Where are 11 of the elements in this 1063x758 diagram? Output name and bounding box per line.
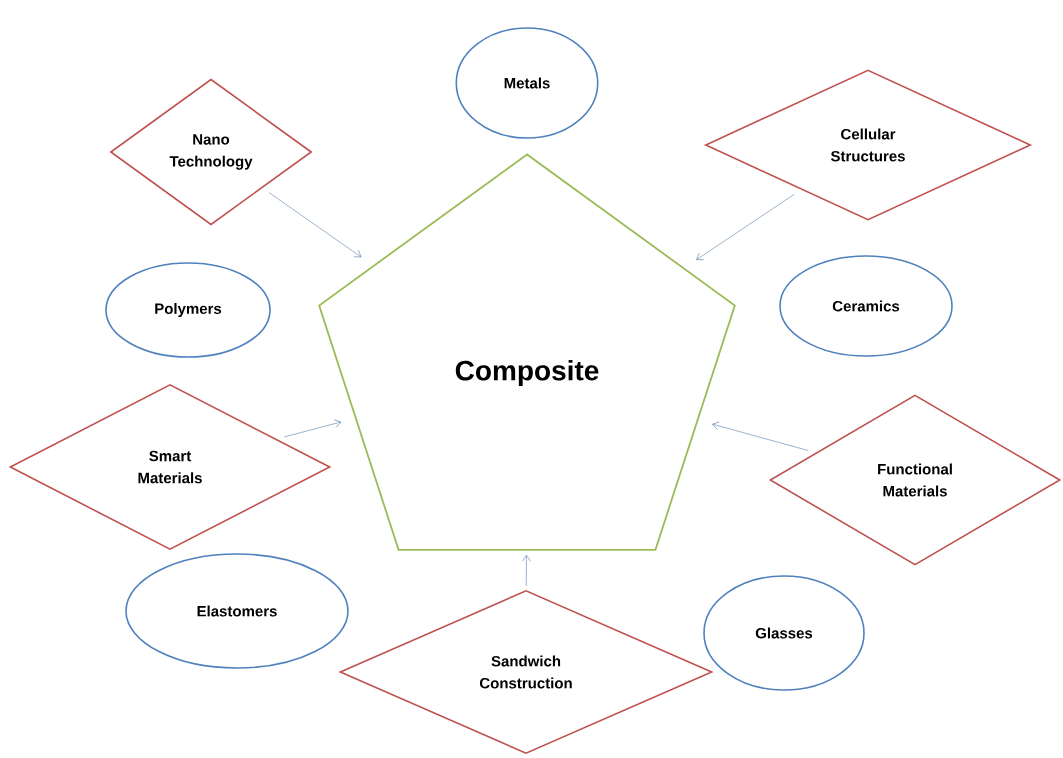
ellipse-node: Polymers — [105, 262, 271, 358]
ellipse-node: Elastomers — [125, 553, 349, 669]
arrow — [712, 421, 809, 451]
arrow — [522, 554, 531, 587]
arrow — [284, 419, 342, 438]
ellipse-node: Ceramics — [779, 255, 953, 357]
ellipse-node: Metals — [455, 27, 599, 139]
pentagon-node: Composite — [318, 153, 736, 551]
ellipse-node: Glasses — [703, 575, 865, 691]
arrow — [268, 192, 362, 258]
arrow — [696, 193, 795, 260]
